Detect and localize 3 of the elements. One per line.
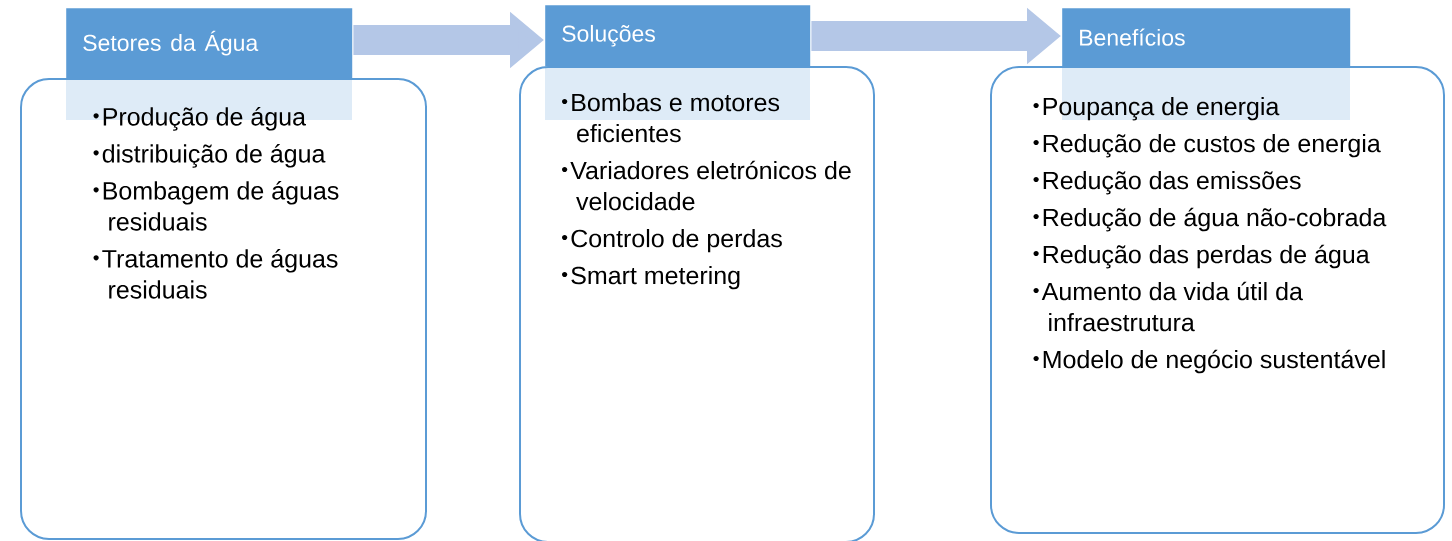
content-box: Produção de água distribuição de água Bombagem de águas residuais Tratamento de águas residuais [20, 78, 427, 540]
content-box: Bombas e motores eficientes Variadores eletrónicos de velocidade Controlo de perdas Smart metering [519, 66, 875, 541]
content-box: Poupança de energia Redução de custos de energia Redução das emissões Redução de água não-cobrada Redução das perdas de água Aumento da vida útil da infraestrutura Modelo de negócio sustentável [990, 66, 1445, 534]
